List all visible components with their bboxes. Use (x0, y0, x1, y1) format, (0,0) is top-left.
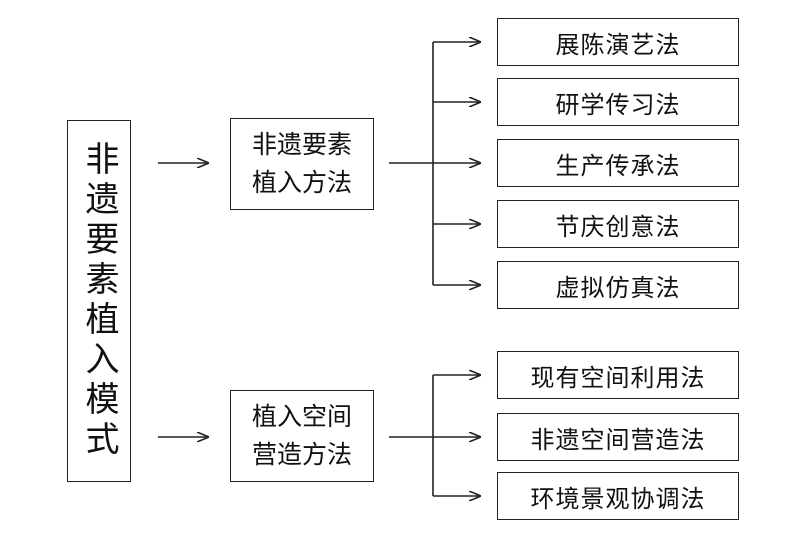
leaf-label: 环境景观协调法 (530, 484, 706, 513)
leaf-box: 环境景观协调法 (497, 472, 739, 520)
leaf-box: 虚拟仿真法 (497, 261, 739, 309)
root-label: 非遗要素植入模式 (79, 141, 119, 461)
branch-label-space: 植入空间 营造方法 (251, 402, 352, 469)
leaf-label: 非遗空间营造法 (530, 425, 706, 454)
leaf-box: 研学传习法 (497, 78, 739, 126)
leaf-box: 现有空间利用法 (497, 351, 739, 399)
leaf-label: 研学传习法 (555, 90, 681, 119)
branch-label-methods: 非遗要素 植入方法 (251, 130, 352, 197)
leaf-label: 节庆创意法 (555, 212, 681, 241)
leaf-box: 展陈演艺法 (497, 18, 739, 66)
leaf-label: 现有空间利用法 (530, 363, 706, 392)
branch-box-space: 植入空间 营造方法 (230, 390, 374, 482)
leaf-box: 生产传承法 (497, 139, 739, 187)
leaf-box: 非遗空间营造法 (497, 413, 739, 461)
root-box: 非遗要素植入模式 (67, 120, 131, 482)
leaf-label: 展陈演艺法 (555, 30, 681, 59)
leaf-label: 生产传承法 (555, 151, 681, 180)
leaf-label: 虚拟仿真法 (555, 273, 681, 302)
leaf-box: 节庆创意法 (497, 200, 739, 248)
branch-box-methods: 非遗要素 植入方法 (230, 118, 374, 210)
